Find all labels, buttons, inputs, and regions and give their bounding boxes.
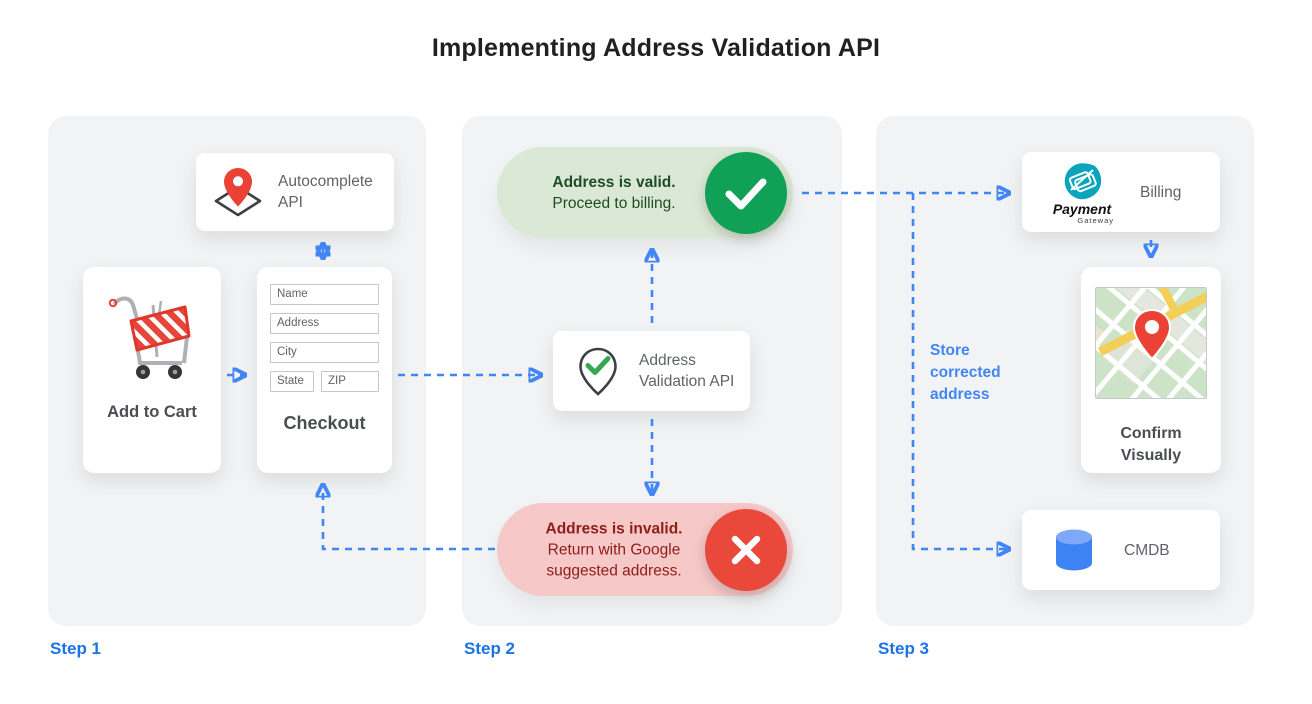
check-icon (725, 178, 767, 209)
step1-panel: Autocomplete API Add t (48, 116, 426, 626)
state-field: State (270, 371, 314, 392)
step-3-label: Step 3 (878, 639, 930, 658)
zip-field: ZIP (321, 371, 379, 392)
step2-panel: Address is valid. Proceed to billing. Ad… (462, 116, 842, 626)
address-valid-text: Address is valid. Proceed to billing. (525, 172, 703, 214)
address-invalid-pill: Address is invalid. Return with Google s… (497, 503, 793, 596)
validation-pin-check-icon (579, 347, 617, 396)
confirm-visually-label: Confirm Visually (1120, 425, 1182, 464)
store-corrected-address-note: Store corrected address (930, 342, 1001, 403)
map-thumbnail (1095, 287, 1207, 399)
payment-gateway-logo: Payment Gateway (1040, 159, 1124, 225)
address-valid-subtitle: Proceed to billing. (552, 194, 676, 212)
cmdb-card: CMDB (1022, 510, 1220, 590)
address-valid-pill: Address is valid. Proceed to billing. (497, 147, 793, 238)
state-zip-row: State ZIP (270, 371, 379, 400)
database-icon (1056, 529, 1092, 571)
step-2-label: Step 2 (464, 639, 516, 658)
valid-check-badge (705, 151, 787, 234)
invalid-x-badge (705, 508, 787, 591)
address-valid-title: Address is valid. (552, 173, 676, 191)
payment-logo-subtitle: Gateway (1077, 216, 1114, 225)
add-to-cart-card: Add to Cart (83, 267, 221, 473)
address-validation-api-label: Address Validation API (639, 352, 735, 390)
name-field: Name (270, 284, 379, 305)
confirm-visually-card: Confirm Visually (1081, 267, 1221, 473)
billing-label: Billing (1140, 183, 1182, 201)
address-field: Address (270, 313, 379, 334)
checkout-card: Name Address City State ZIP Checkout (257, 267, 392, 473)
x-icon (731, 535, 761, 564)
checkout-label: Checkout (283, 413, 366, 433)
cmdb-label: CMDB (1124, 541, 1170, 559)
add-to-cart-label: Add to Cart (107, 403, 197, 421)
address-validation-api-card: Address Validation API (553, 331, 750, 411)
payment-gateway-icon (1064, 163, 1102, 200)
autocomplete-api-card: Autocomplete API (196, 153, 394, 231)
page-title: Implementing Address Validation API (431, 34, 881, 62)
map-image (1096, 288, 1206, 398)
city-field: City (270, 342, 379, 363)
step3-panel: Payment Gateway Billing (876, 116, 1254, 626)
address-invalid-title: Address is invalid. (545, 520, 683, 537)
address-invalid-subtitle: Return with Google suggested address. (546, 541, 682, 579)
autocomplete-pin-diamond-icon (214, 168, 262, 217)
step-1-label: Step 1 (50, 639, 102, 658)
payment-logo-title: Payment (1052, 201, 1112, 217)
billing-card: Payment Gateway Billing (1022, 152, 1220, 232)
shopping-cart-icon (108, 296, 191, 379)
address-invalid-text: Address is invalid. Return with Google s… (525, 518, 703, 581)
autocomplete-api-label: Autocomplete API (278, 173, 373, 211)
